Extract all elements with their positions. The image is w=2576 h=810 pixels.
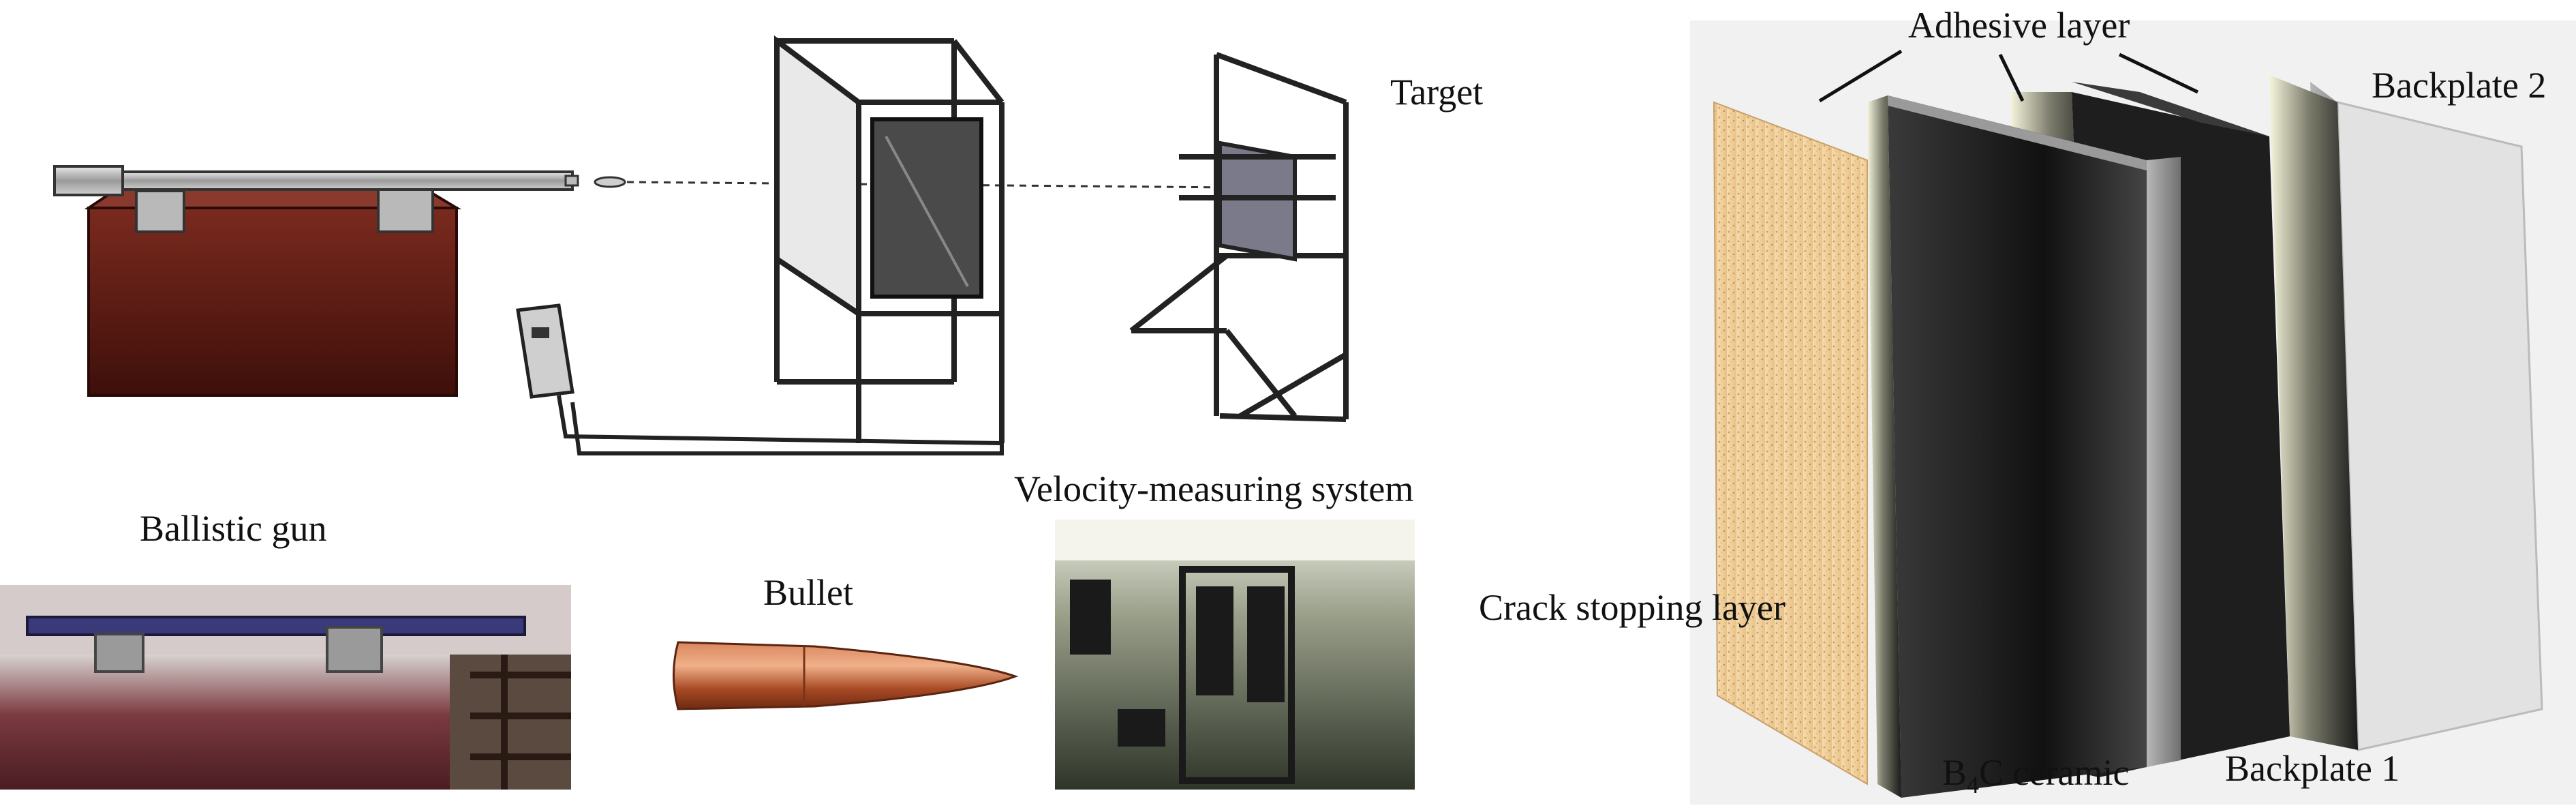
schematic-velocity-frame <box>774 35 1005 443</box>
layered-target-panels <box>1690 20 2576 805</box>
gun-mount-left <box>135 190 185 233</box>
panel-b4c-ceramic <box>1888 95 2147 798</box>
label-b4c-ceramic: B4C ceramic <box>1942 752 2130 797</box>
schematic-bullet <box>594 176 626 188</box>
trajectory-line <box>626 181 1234 189</box>
label-bullet: Bullet <box>763 572 853 613</box>
gun-muzzle <box>564 175 579 187</box>
gun-mount-right <box>377 183 434 233</box>
schematic-ballistic-gun <box>53 165 1234 397</box>
label-velocity-system: Velocity-measuring system <box>1014 468 1414 509</box>
label-ballistic-gun: Ballistic gun <box>140 508 327 549</box>
b4c-suffix: C ceramic <box>1979 752 2130 793</box>
panel-crack-stopping <box>1713 101 1868 785</box>
gun-breech <box>53 165 124 196</box>
gun-base-block <box>87 207 458 397</box>
photo-ballistic-gun <box>0 585 571 790</box>
photo-velocity-system <box>1055 520 1415 790</box>
label-backplate-1: Backplate 1 <box>2225 748 2400 789</box>
gun-barrel <box>80 170 574 191</box>
schematic-target-stand <box>1129 52 1349 422</box>
label-crack-stopping-layer: Crack stopping layer <box>1479 587 1785 628</box>
label-target: Target <box>1390 72 1484 112</box>
timer-box <box>516 303 1004 455</box>
panel-backplate-2 <box>2336 101 2543 751</box>
photo-bullet <box>673 641 1019 710</box>
b4c-subscript: 4 <box>1967 771 1980 798</box>
label-adhesive-layer: Adhesive layer <box>1908 5 2130 46</box>
b4c-prefix: B <box>1942 752 1967 793</box>
label-backplate-2: Backplate 2 <box>2372 65 2547 106</box>
